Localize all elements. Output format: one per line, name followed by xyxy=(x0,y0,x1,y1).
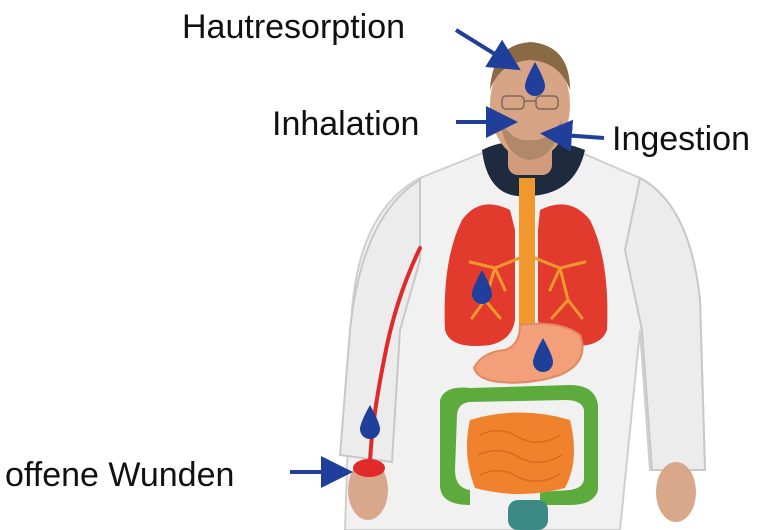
label-ingestion: Ingestion xyxy=(612,122,750,156)
label-skin-absorption: Hautresorption xyxy=(182,10,405,44)
wound-site xyxy=(353,459,385,477)
right-hand xyxy=(656,462,696,522)
label-inhalation: Inhalation xyxy=(272,107,419,141)
esophagus xyxy=(519,178,535,328)
label-open-wounds: offene Wunden xyxy=(5,458,234,492)
arrow-skin-absorption xyxy=(456,30,514,66)
rectum xyxy=(508,500,548,530)
